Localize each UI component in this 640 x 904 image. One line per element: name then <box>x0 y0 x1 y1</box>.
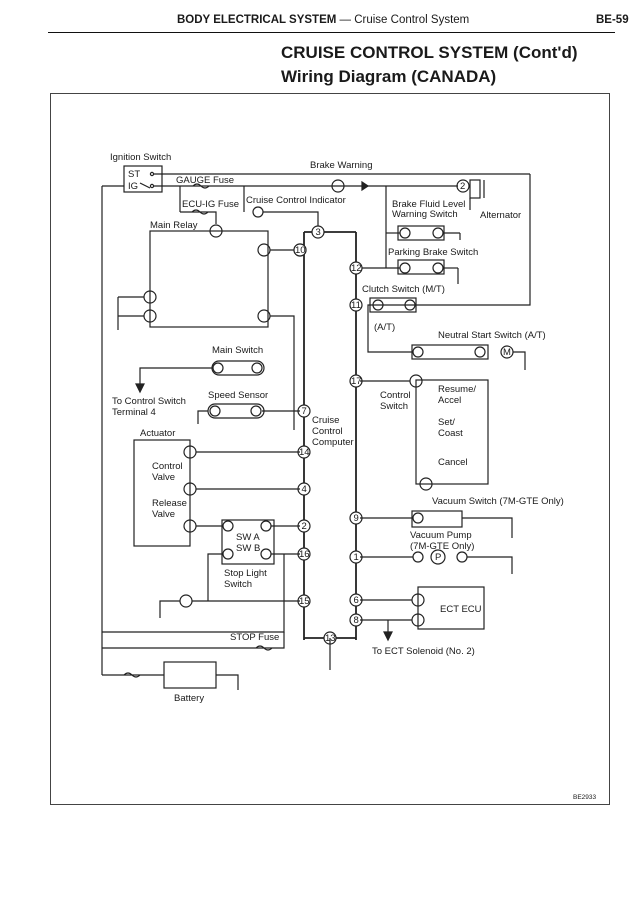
diagram-frame <box>50 93 610 805</box>
label-st1: ST <box>128 169 140 180</box>
control-switch <box>415 379 489 485</box>
svg-text:Cancel: Cancel <box>438 457 468 468</box>
page-number: BE-59 <box>596 14 629 26</box>
label-cruise-indicator: Cruise Control Indicator <box>246 195 346 206</box>
label-sw-a: SW A <box>236 532 260 543</box>
label-brake-fluid-2: Warning Switch <box>392 209 458 220</box>
terminal-label: 12 <box>351 263 362 274</box>
svg-text:Release: Release <box>152 498 187 509</box>
label-ecu-ig-fuse: ECU-IG Fuse <box>182 199 239 210</box>
label-ccc-3: Computer <box>312 437 354 448</box>
label-battery: Battery <box>174 693 204 704</box>
svg-text:Valve: Valve <box>152 509 175 520</box>
svg-text:Set/: Set/ <box>438 417 455 428</box>
svg-text:Switch: Switch <box>224 579 252 590</box>
terminal-3 <box>311 225 325 239</box>
label-to-control-2: Terminal 4 <box>112 407 156 418</box>
label-gauge-fuse: GAUGE Fuse <box>176 175 234 186</box>
terminal-label: 9 <box>354 513 359 524</box>
svg-text:Accel: Accel <box>438 395 461 406</box>
label-ccc-1: Cruise <box>312 415 339 426</box>
label-sw-b: SW B <box>236 543 260 554</box>
label-at: (A/T) <box>374 322 395 333</box>
label-speed-sensor: Speed Sensor <box>208 390 268 401</box>
terminal-label: 17 <box>351 376 362 387</box>
terminal-label: 15 <box>299 596 310 607</box>
actuator <box>133 439 191 547</box>
label-ignition-switch: Ignition Switch <box>110 152 171 163</box>
label-brake-warning: Brake Warning <box>310 160 372 171</box>
terminal-10 <box>293 243 307 257</box>
svg-text:Coast: Coast <box>438 428 463 439</box>
section-title: BODY ELECTRICAL SYSTEM — Cruise Control … <box>177 14 470 26</box>
svg-text:M: M <box>503 347 511 358</box>
terminal-label: 2 <box>302 521 307 532</box>
vacuum-pump-icon <box>430 549 446 565</box>
terminal-11 <box>349 298 363 312</box>
svg-text:2: 2 <box>460 181 465 192</box>
label-alternator: Alternator <box>480 210 521 221</box>
page-title: CRUISE CONTROL SYSTEM (Cont'd) <box>281 43 578 62</box>
gauge-fuse-icon <box>192 183 210 189</box>
main-relay <box>149 230 269 328</box>
label-ccc-2: Control <box>312 426 343 437</box>
terminal-label: 7 <box>302 406 307 417</box>
arrow-down-icon <box>135 383 145 394</box>
label-neutral-start: Neutral Start Switch (A/T) <box>438 330 546 341</box>
label-control-switch-1: Control <box>380 390 411 401</box>
terminal-label: 16 <box>299 549 310 560</box>
label-actuator: Actuator <box>140 428 175 439</box>
alternator-icon <box>469 179 481 199</box>
terminal-label: 11 <box>351 300 361 311</box>
terminal-label: 3 <box>316 227 321 238</box>
label-main-switch: Main Switch <box>212 345 263 356</box>
label-vacuum-pump-1: Vacuum Pump <box>410 530 472 541</box>
arrow-down-icon <box>383 631 393 642</box>
terminal-label: 8 <box>354 615 359 626</box>
figure-ref: BE2933 <box>573 794 597 801</box>
label-to-ect: To ECT Solenoid (No. 2) <box>372 646 475 657</box>
ignition-switch: Ignition Switch ST IG <box>110 152 171 193</box>
svg-text:Resume/: Resume/ <box>438 384 476 395</box>
stop-lamp-icon <box>179 594 193 608</box>
label-parking-brake: Parking Brake Switch <box>388 247 478 258</box>
terminal-label: 1 <box>354 552 359 563</box>
ect-ecu <box>417 586 485 630</box>
label-stop-fuse: STOP Fuse <box>230 632 279 643</box>
terminal-label: 6 <box>354 595 359 606</box>
label-main-relay: Main Relay <box>150 220 198 231</box>
header-rule <box>48 32 615 34</box>
terminal-label: 14 <box>299 447 310 458</box>
terminal-12 <box>349 261 363 275</box>
svg-text:Stop Light: Stop Light <box>224 568 267 579</box>
page-header: BODY ELECTRICAL SYSTEM — Cruise Control … <box>0 14 640 34</box>
label-ect-ecu: ECT ECU <box>440 604 482 615</box>
page-subtitle: Wiring Diagram (CANADA) <box>281 67 497 86</box>
label-vacuum-switch: Vacuum Switch (7M-GTE Only) <box>432 496 564 507</box>
label-to-control-1: To Control Switch <box>112 396 186 407</box>
battery-icon <box>163 661 217 689</box>
terminal-label: 10 <box>295 245 306 256</box>
cruise-indicator-lamp-icon <box>252 206 264 218</box>
terminal-label: 4 <box>302 484 307 495</box>
label-ig1: IG <box>128 181 138 192</box>
svg-text:Control: Control <box>152 461 183 472</box>
label-brake-fluid-1: Brake Fluid Level <box>392 199 465 210</box>
label-vacuum-pump-2: (7M-GTE Only) <box>410 541 474 552</box>
label-control-switch-2: Switch <box>380 401 408 412</box>
svg-text:Valve: Valve <box>152 472 175 483</box>
svg-text:P: P <box>435 552 441 563</box>
label-clutch-switch: Clutch Switch (M/T) <box>362 284 445 295</box>
